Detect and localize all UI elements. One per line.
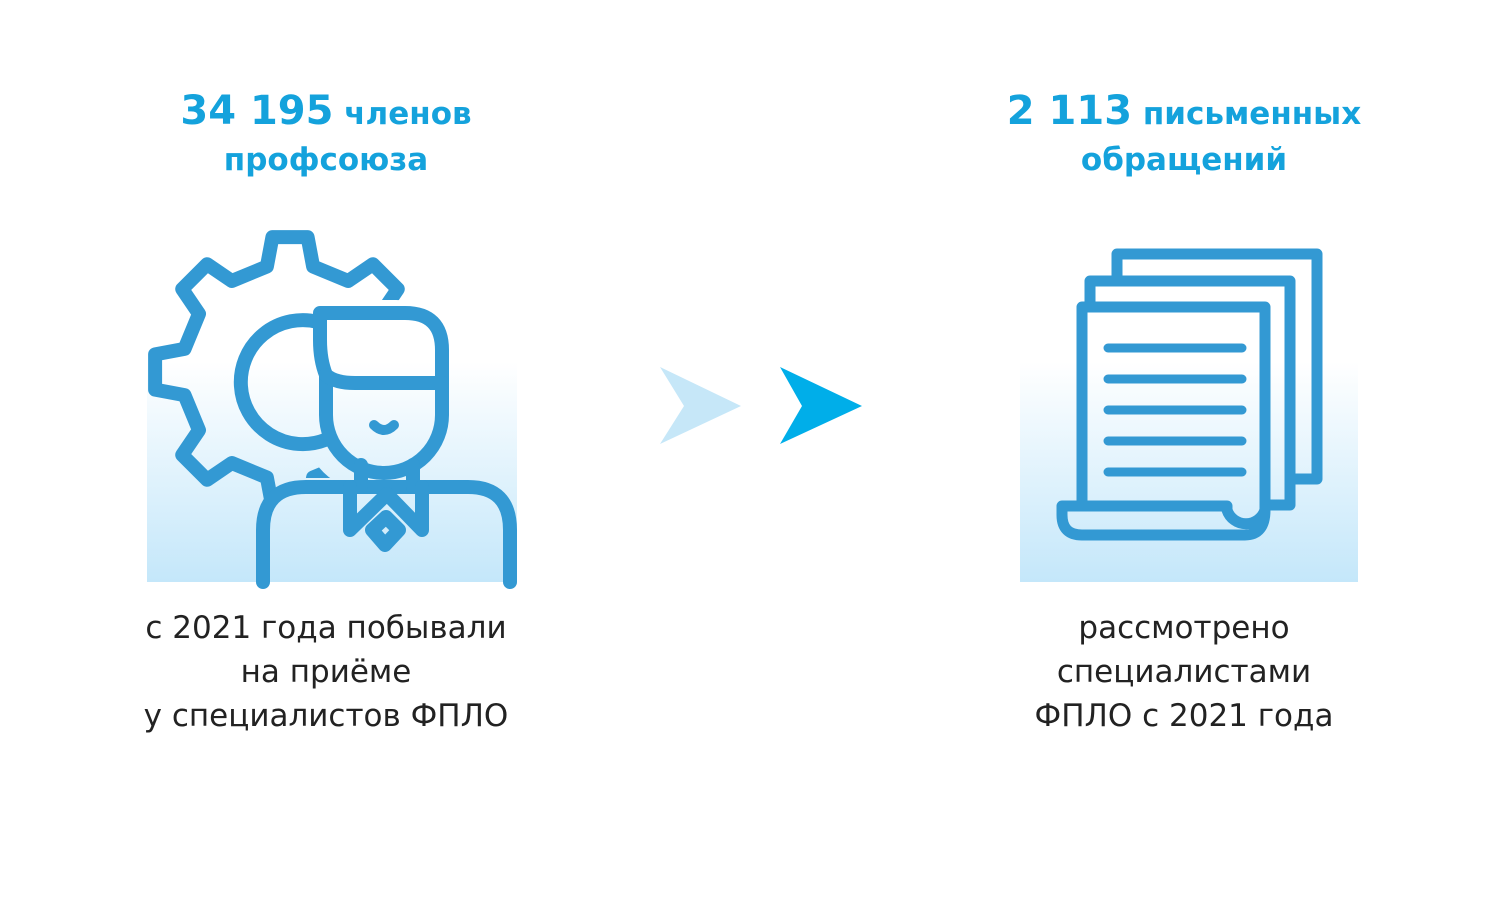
- left-title-word: членов: [344, 96, 472, 132]
- left-caption-line: на приёме: [240, 654, 412, 690]
- left-caption-line: у специалистов ФПЛО: [143, 698, 509, 734]
- hair-circle: [233, 313, 332, 452]
- members-count: 34 195: [180, 88, 334, 134]
- right-title: 2 113 письменных обращений: [984, 88, 1384, 183]
- middle-sheet: [1084, 275, 1296, 511]
- right-caption-line: ФПЛО с 2021 года: [1034, 698, 1334, 734]
- right-caption: рассмотрено специалистами ФПЛО с 2021 го…: [964, 606, 1404, 738]
- back-sheet: [1111, 248, 1323, 485]
- mouth: [369, 420, 399, 435]
- documents-icon: [1056, 248, 1323, 541]
- front-sheet: [1056, 301, 1271, 541]
- appeals-count: 2 113: [1006, 88, 1133, 134]
- left-title: 34 195 членов профсоюза: [126, 88, 526, 183]
- gear-icon: [148, 230, 432, 514]
- left-title-line2: профсоюза: [223, 142, 429, 178]
- left-caption: с 2021 года побывали на приёме у специал…: [106, 606, 546, 738]
- hair-line: [319, 368, 449, 390]
- right-caption-line: рассмотрено: [1078, 610, 1290, 646]
- right-title-line2: обращений: [1080, 142, 1288, 178]
- text-lines: [1103, 343, 1247, 477]
- right-title-word: письменных: [1142, 96, 1362, 132]
- body: [256, 480, 517, 589]
- arrow-light-icon: [660, 367, 741, 444]
- tie: [343, 480, 429, 552]
- person-gear-icon: [148, 230, 517, 589]
- right-caption-line: специалистами: [1056, 654, 1312, 690]
- arrow-dark-icon: [780, 367, 862, 444]
- neck: [354, 458, 420, 494]
- left-caption-line: с 2021 года побывали: [145, 610, 507, 646]
